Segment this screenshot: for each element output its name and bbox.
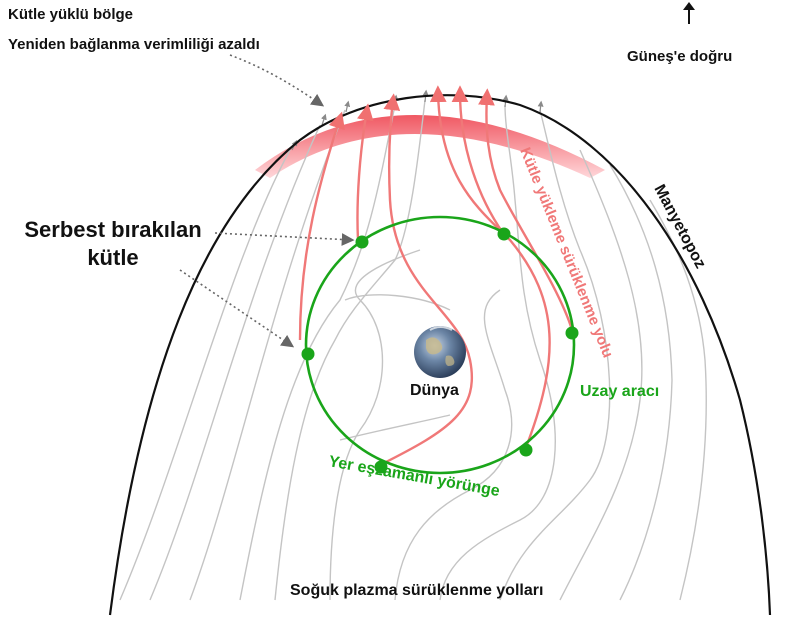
reconnection-label: Yeniden bağlanma verimliliği azaldı: [8, 36, 260, 53]
field-line: [394, 289, 513, 601]
drift-path: [298, 111, 345, 341]
mass-loaded-region-label: Kütle yüklü bölge: [8, 6, 134, 23]
spacecraft-marker: [565, 326, 579, 340]
field-arrow: [537, 100, 544, 113]
field-line: [339, 414, 451, 441]
arrow-up-icon: [683, 2, 695, 24]
field-line: [274, 99, 426, 601]
magnetopause-boundary: [108, 94, 772, 616]
field-line: [239, 104, 396, 601]
field-arrow: [344, 100, 351, 113]
mass-loading-drift-paths: [298, 85, 574, 467]
field-line: [189, 109, 346, 601]
field-line: [119, 149, 291, 601]
pointer-arrows: [179, 54, 355, 348]
released-mass-line2: kütle: [87, 245, 139, 270]
pointer-to-released-mass-2: [179, 269, 295, 348]
toward-sun-label: Güneş'e doğru: [627, 48, 733, 65]
geosync-orbit-label: Yer eşzamanlı yörünge: [327, 453, 501, 500]
field-arrow: [392, 94, 399, 108]
pointer-to-mass-region: [229, 54, 325, 107]
cold-plasma-paths-label: Soğuk plazma sürüklenme yolları: [290, 582, 544, 599]
released-mass-line1: Serbest bırakılan: [24, 217, 202, 242]
spacecraft-marker: [374, 460, 388, 474]
field-line: [559, 149, 643, 601]
released-mass-label: Serbest bırakılan kütle: [20, 216, 206, 272]
drift-path: [379, 93, 473, 467]
drift-path: [356, 103, 374, 241]
spacecraft-markers: [301, 227, 579, 474]
cold-plasma-field-lines: [119, 99, 707, 601]
spacecraft-marker: [519, 443, 533, 457]
earth-label: Dünya: [410, 382, 459, 399]
field-line: [609, 164, 673, 601]
mass-loaded-region: [255, 115, 605, 178]
earth-icon: [414, 326, 466, 378]
spacecraft-label: Uzay aracı: [580, 383, 660, 400]
field-line: [149, 124, 321, 601]
drift-path: [429, 85, 551, 451]
field-line: [329, 249, 421, 601]
spacecraft-marker: [355, 235, 369, 249]
drift-path: [478, 88, 574, 331]
spacecraft-marker: [301, 347, 315, 361]
drift-path: [451, 85, 504, 234]
field-arrow: [321, 113, 327, 126]
field-line: [499, 109, 611, 601]
spacecraft-marker: [497, 227, 511, 241]
geosync-orbit: [304, 215, 576, 475]
pointer-to-released-mass-1: [214, 232, 355, 246]
field-line: [344, 294, 451, 311]
field-line: [439, 104, 556, 601]
